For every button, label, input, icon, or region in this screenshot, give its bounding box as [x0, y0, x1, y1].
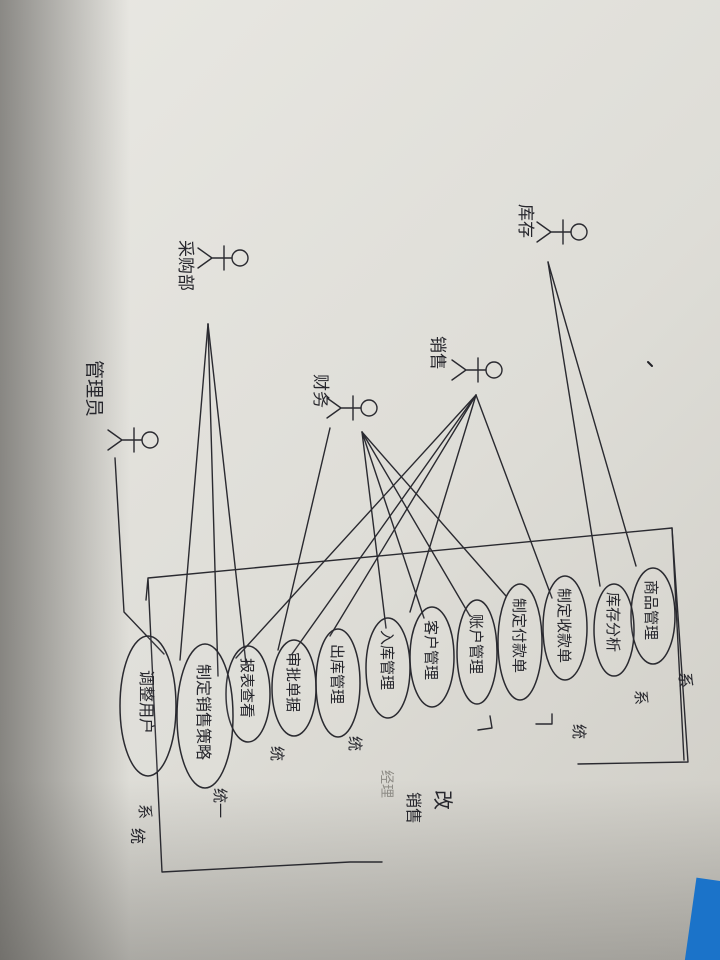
use-case-ellipse-u4 — [497, 583, 543, 701]
annotation-n8: 统一 — [211, 788, 229, 818]
system-boundary — [145, 527, 689, 873]
actor-label-a3: 采购部 — [175, 240, 195, 291]
actor-figure-a5 — [107, 427, 159, 453]
bracket-mark — [477, 715, 493, 731]
system-boundary-right — [671, 527, 685, 761]
use-case-label-u6: 客户管理 — [422, 620, 440, 680]
use-case-ellipse-u2 — [593, 583, 635, 677]
use-case-label-u9: 审批单据 — [284, 652, 302, 712]
actor-figure-a4 — [326, 395, 378, 421]
annotation-n4: 统 — [346, 736, 364, 751]
actor-label-a1: 库存 — [515, 204, 535, 238]
actor-figure-a1 — [536, 219, 588, 245]
association-lines — [114, 261, 637, 677]
use-case-label-u4: 制定付款单 — [510, 598, 528, 673]
use-case-label-u8: 出库管理 — [328, 644, 346, 704]
use-case-label-u7: 入库管理 — [378, 630, 396, 690]
use-case-label-u12: 调整用户 — [137, 670, 156, 734]
use-case-ellipse-u1 — [630, 567, 676, 665]
use-case-label-u3: 制定收款单 — [555, 588, 573, 663]
actor-figure-a3 — [197, 245, 249, 271]
dot-mark — [647, 361, 653, 367]
annotation-n9: 改 — [431, 790, 455, 810]
actor-label-a4: 财务 — [310, 374, 330, 408]
use-case-label-u5: 账户管理 — [467, 614, 485, 674]
actor-label-a2: 销售 — [427, 336, 447, 370]
annotation-n2: 系 — [632, 690, 650, 705]
annotation-n3: 统 — [570, 724, 588, 739]
use-case-label-u2: 库存分析 — [604, 592, 622, 652]
use-case-label-u10: 报表查看 — [238, 658, 256, 718]
actor-figure-a2 — [451, 357, 503, 383]
use-case-ellipse-u3 — [542, 575, 588, 681]
use-case-ellipse-u11 — [176, 643, 234, 789]
use-case-ellipse-u9 — [271, 639, 317, 737]
use-case-ellipse-u10 — [225, 645, 271, 743]
annotation-n7: 统 — [128, 828, 147, 844]
bracket-mark — [535, 713, 553, 725]
use-case-ellipse-u12 — [119, 635, 177, 777]
use-case-ellipse-u7 — [365, 617, 411, 719]
hand-shadow — [0, 0, 130, 960]
use-case-label-u11: 制定销售策略 — [194, 664, 213, 760]
annotation-n5: 统 — [268, 746, 286, 761]
annotation-n11: 经理 — [378, 770, 394, 798]
paper-shadow — [0, 780, 720, 960]
annotation-n10: 销售 — [404, 792, 423, 824]
use-case-label-u1: 商品管理 — [642, 580, 660, 640]
annotation-n6: 系 — [136, 804, 154, 819]
annotation-n1: 系 — [676, 672, 695, 688]
actor-label-a5: 管理员 — [83, 360, 105, 417]
use-case-ellipse-u5 — [456, 599, 498, 705]
